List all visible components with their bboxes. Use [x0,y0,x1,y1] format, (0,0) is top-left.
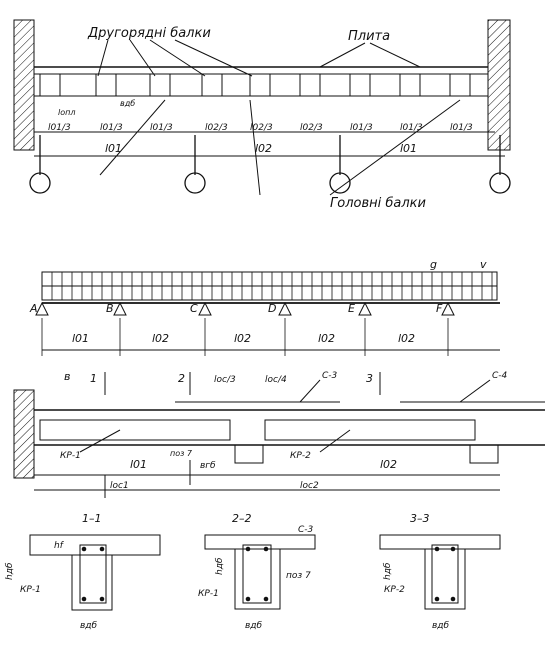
main-beam-supports [39,135,501,175]
svg-text:l02/3: l02/3 [205,123,228,133]
svg-text:С-3: С-3 [298,525,314,535]
svg-text:l02: l02 [398,332,415,345]
span-1: l01 [105,142,122,155]
svg-text:вдб: вдб [245,621,263,631]
label-beam-width: вдб [120,99,135,108]
svg-text:l01/3: l01/3 [150,123,173,133]
section-1-1: 1–1 hдб hf КР-1 вдб [5,512,161,631]
label-support-length: lопл [58,108,75,117]
svg-text:B: B [106,302,114,315]
section-cut-lines [104,372,381,498]
svg-text:l01/3: l01/3 [48,123,71,133]
secondary-beams-row [39,73,471,97]
span-2: l02 [255,142,272,155]
loc1-label: lос1 [110,481,129,491]
svg-text:E: E [348,302,355,315]
svg-text:2–2: 2–2 [232,512,252,525]
load-g-band [41,271,498,287]
l02-label: l02 [380,458,397,471]
svg-text:l01/3: l01/3 [400,123,423,133]
svg-text:hf: hf [54,541,65,551]
svg-text:l02/3: l02/3 [250,123,273,133]
svg-text:l02: l02 [152,332,169,345]
scheme-span-labels: l01 l02 l02 l02 l02 [72,332,415,345]
svg-text:l01/3: l01/3 [350,123,373,133]
load-v-label: v [480,258,487,271]
svg-text:вдб: вдб [432,621,450,631]
pos7-label: поз 7 [170,449,193,458]
rebar-left-wall [13,389,35,479]
svg-text:КР-1: КР-1 [20,585,41,595]
span-3: l01 [400,142,417,155]
load-g-label: g [430,258,437,271]
l01-label: l01 [130,458,147,471]
loc2-label: lос2 [300,481,319,491]
section-2-2: 2–2 hдб С-3 поз 7 КР-1 вдб [198,512,316,631]
label-slab: Плита [348,29,390,44]
mesh-c4-label: С-4 [492,371,508,381]
svg-text:l02: l02 [234,332,251,345]
svg-text:D: D [268,302,276,315]
svg-text:вдб: вдб [80,621,98,631]
section-mark-3: 3 [366,372,373,385]
svg-text:l01: l01 [72,332,89,345]
third-dims: l01/3 l01/3 l01/3 l02/3 l02/3 l02/3 l01/… [48,123,473,133]
svg-text:l01/3: l01/3 [100,123,123,133]
section-mark-2: 2 [178,372,185,385]
svg-text:l02/3: l02/3 [300,123,323,133]
svg-text:hдб: hдб [383,562,393,580]
svg-text:КР-1: КР-1 [198,589,219,599]
loc4-label: lос/4 [265,375,287,385]
left-wall [13,19,35,151]
floor-layout: Другорядні балки Плита Головні балки l01… [13,19,511,211]
rebar-elevation: в 1 2 3 lос/3 lос/4 С-3 С-4 КР-1 КР-2 по… [13,370,545,498]
svg-text:C: C [190,302,198,315]
load-ticks [51,272,493,300]
design-scheme: g v A B C D E F l01 l02 l02 l02 l02 [29,258,500,356]
mesh-c3-label: С-3 [322,371,338,381]
cage2-label: КР-2 [290,451,311,461]
loc3-label: lос/3 [214,375,236,385]
svg-text:поз 7: поз 7 [286,571,311,581]
svg-text:КР-2: КР-2 [384,585,405,595]
cage-kp2 [264,419,476,441]
leader-lines [97,39,461,196]
section-3-3: 3–3 hдб КР-2 вдб [379,512,501,631]
svg-text:1–1: 1–1 [82,512,102,525]
right-wall [487,19,511,151]
rebar-leaders [79,379,491,453]
support-labels: A B C D E F [29,302,443,315]
main-beam-support-2 [469,444,499,464]
wall-label: в [64,370,70,383]
svg-text:l01/3: l01/3 [450,123,473,133]
main-beam-support-1 [234,444,264,464]
bgb-label: вгб [200,461,216,471]
svg-text:hдб: hдб [5,562,15,580]
cage-kp1 [39,419,231,441]
label-main-beams: Головні балки [330,196,426,211]
cage1-label: КР-1 [60,451,81,461]
support-triangles [35,301,455,356]
svg-text:l02: l02 [318,332,335,345]
svg-text:A: A [29,302,38,315]
load-v-band [41,285,498,301]
section-mark-1: 1 [90,372,97,385]
svg-text:F: F [436,302,443,315]
svg-text:hдб: hдб [215,557,225,575]
svg-text:3–3: 3–3 [410,512,430,525]
column-circles [29,172,511,194]
label-secondary-beams: Другорядні балки [87,26,211,41]
